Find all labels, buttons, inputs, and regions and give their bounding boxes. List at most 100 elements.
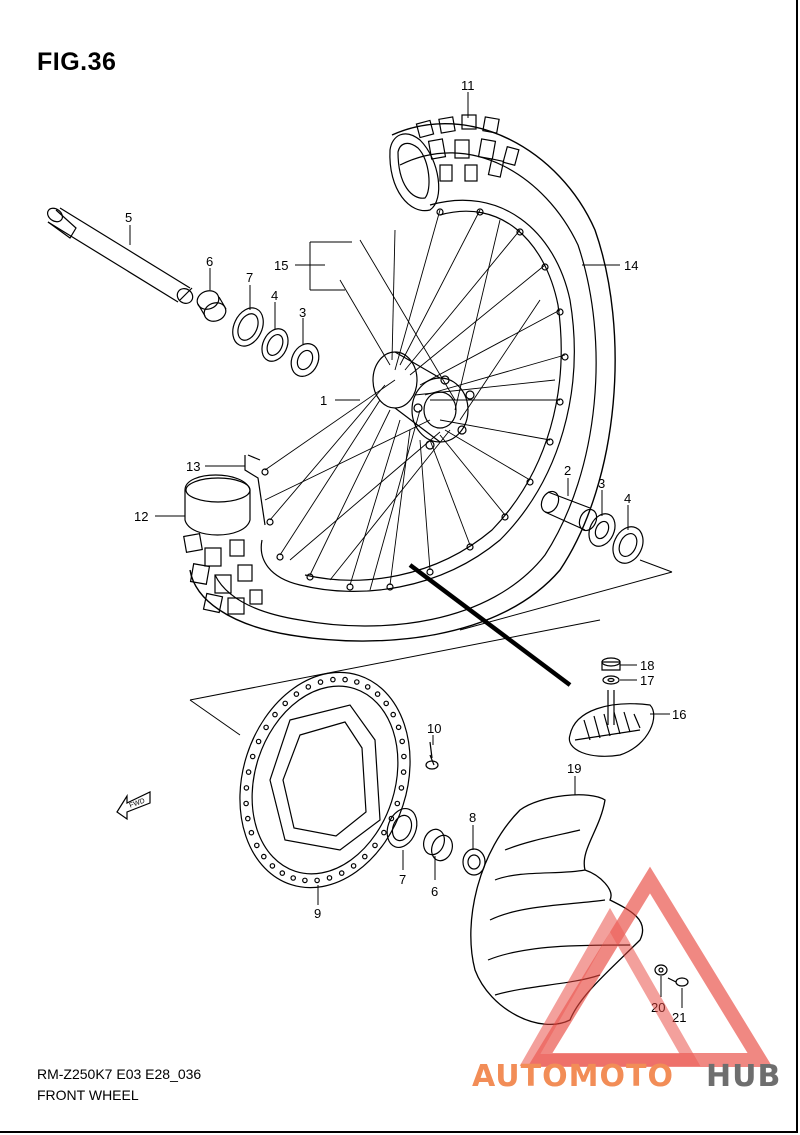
- callout-7: 7: [246, 270, 253, 285]
- disc-hole: [253, 842, 260, 849]
- disc-hole: [342, 676, 348, 683]
- bearing-left-3: [290, 343, 320, 377]
- disc-hole: [326, 875, 333, 881]
- washer-17: [602, 675, 620, 685]
- spacer: [540, 490, 598, 532]
- disc-hole: [381, 829, 387, 836]
- disc-cover: [470, 794, 644, 1025]
- callout-6-right: 6: [431, 884, 438, 899]
- disc-hole: [260, 853, 267, 860]
- callout-12: 12: [134, 509, 148, 524]
- disc-hole: [388, 815, 395, 822]
- cover-bolt: [667, 977, 689, 987]
- watermark-text-main: AUTOMOTO: [472, 1059, 674, 1094]
- disc-hole: [279, 870, 286, 876]
- collar-left: [196, 290, 227, 322]
- disc-hole: [383, 700, 390, 707]
- nut-18: [601, 657, 621, 671]
- disc-hole: [361, 853, 368, 860]
- bearing-right-3: [588, 513, 616, 547]
- tire-tread-bottom: [183, 474, 263, 615]
- callout-15: 15: [274, 258, 288, 273]
- callout-19: 19: [567, 761, 581, 776]
- disc-hole: [293, 691, 300, 697]
- oil-seal-right: [386, 808, 418, 848]
- section-name: FRONT WHEEL: [37, 1087, 139, 1103]
- callout-17: 17: [640, 673, 654, 688]
- assembly-guide-lines: [189, 559, 673, 736]
- figure-title: FIG.36: [37, 48, 117, 76]
- disc-hole: [372, 842, 378, 849]
- callout-3: 3: [299, 305, 306, 320]
- tire: [189, 122, 616, 642]
- disc-hole: [255, 738, 262, 745]
- tire-tread-top: [389, 114, 520, 212]
- watermark-logo: AUTOMOTO HUB: [472, 866, 781, 1094]
- disc-hole: [394, 800, 401, 807]
- disc-hole: [290, 875, 297, 881]
- cover-washer: [654, 964, 668, 976]
- disc-hole: [245, 769, 252, 775]
- callout-6: 6: [206, 254, 213, 269]
- axle-nut: [462, 848, 486, 876]
- disc-hole: [243, 785, 250, 791]
- wheel-hub: [372, 351, 475, 450]
- disc-hole: [400, 769, 407, 775]
- callout-16: 16: [672, 707, 686, 722]
- disc-hole: [398, 785, 405, 791]
- disc-hole: [330, 676, 336, 683]
- rim-lock: [568, 690, 655, 757]
- callout-18: 18: [640, 658, 654, 673]
- callout-1: 1: [320, 393, 327, 408]
- disc-hole: [401, 753, 407, 760]
- callout-11: 11: [461, 78, 475, 93]
- callout-labels: 11 5 6 7 4 3 15 14 1 13 12 2 3 4 18 17 1…: [125, 78, 686, 1025]
- callout-5: 5: [125, 210, 132, 225]
- disc-hole: [248, 829, 255, 836]
- oil-seal-left: [232, 307, 264, 347]
- brake-disc: [239, 671, 411, 889]
- disc-hole: [269, 863, 276, 869]
- disc-hole: [399, 738, 406, 745]
- disc-hole: [245, 815, 251, 822]
- disc-hole: [338, 870, 345, 876]
- spokes: [264, 209, 566, 591]
- disc-hole: [302, 877, 308, 884]
- brake-disc-holes: [243, 676, 407, 884]
- callout-8: 8: [469, 810, 476, 825]
- disc-hole: [243, 800, 249, 807]
- disc-hole: [314, 877, 320, 884]
- watermark-text-hub: HUB: [706, 1059, 781, 1094]
- fwd-arrow: [116, 791, 151, 821]
- callout-9: 9: [314, 906, 321, 921]
- rim-band: [244, 454, 266, 526]
- disc-hole: [350, 863, 357, 869]
- disc-hole: [364, 684, 371, 690]
- callout-3-right: 3: [598, 476, 605, 491]
- collar-right: [423, 828, 453, 862]
- callout-21: 21: [672, 1010, 686, 1025]
- leader-lines: [129, 92, 683, 1008]
- disc-hole: [390, 711, 397, 718]
- callout-14: 14: [624, 258, 638, 273]
- callout-7-right: 7: [399, 872, 406, 887]
- callout-4-right: 4: [624, 491, 631, 506]
- callout-13: 13: [186, 459, 200, 474]
- disc-hole: [317, 679, 324, 685]
- model-code: RM-Z250K7 E03 E28_036: [37, 1066, 202, 1082]
- rim-lock-pointer: [408, 563, 572, 687]
- disc-hole: [272, 711, 278, 718]
- disc-hole: [395, 724, 402, 731]
- front-axle: [46, 207, 194, 304]
- disc-bolt: [425, 741, 439, 770]
- spoke-nipples: [261, 208, 569, 591]
- callout-10: 10: [427, 721, 441, 736]
- callout-4: 4: [271, 288, 278, 303]
- disc-hole: [249, 753, 256, 760]
- disc-hole: [305, 684, 312, 690]
- disc-hole: [263, 724, 269, 731]
- disc-hole: [374, 691, 381, 697]
- bearing-left-4: [261, 328, 289, 362]
